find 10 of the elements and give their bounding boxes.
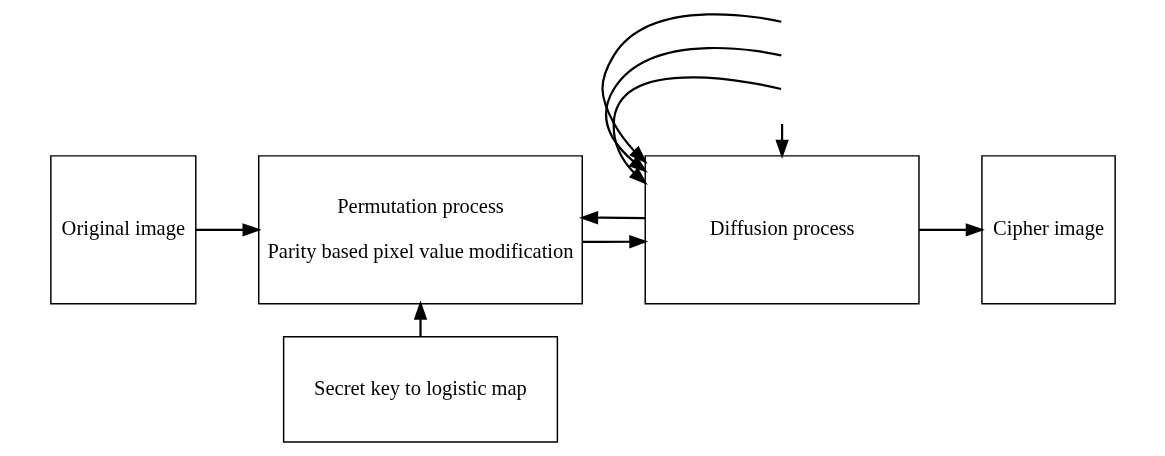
node-box: Permutation process Parity based pixel value modification [257, 155, 583, 305]
arrow [413, 300, 427, 337]
arrow [581, 235, 648, 249]
arrow [578, 211, 645, 225]
node-box: Diffusion process [644, 155, 920, 305]
node-box: Secret key to logistic map [282, 335, 558, 443]
arrow [195, 223, 262, 237]
arrow [918, 223, 985, 237]
node-box: Original image [49, 155, 196, 305]
node-box: Cipher image [980, 155, 1116, 305]
